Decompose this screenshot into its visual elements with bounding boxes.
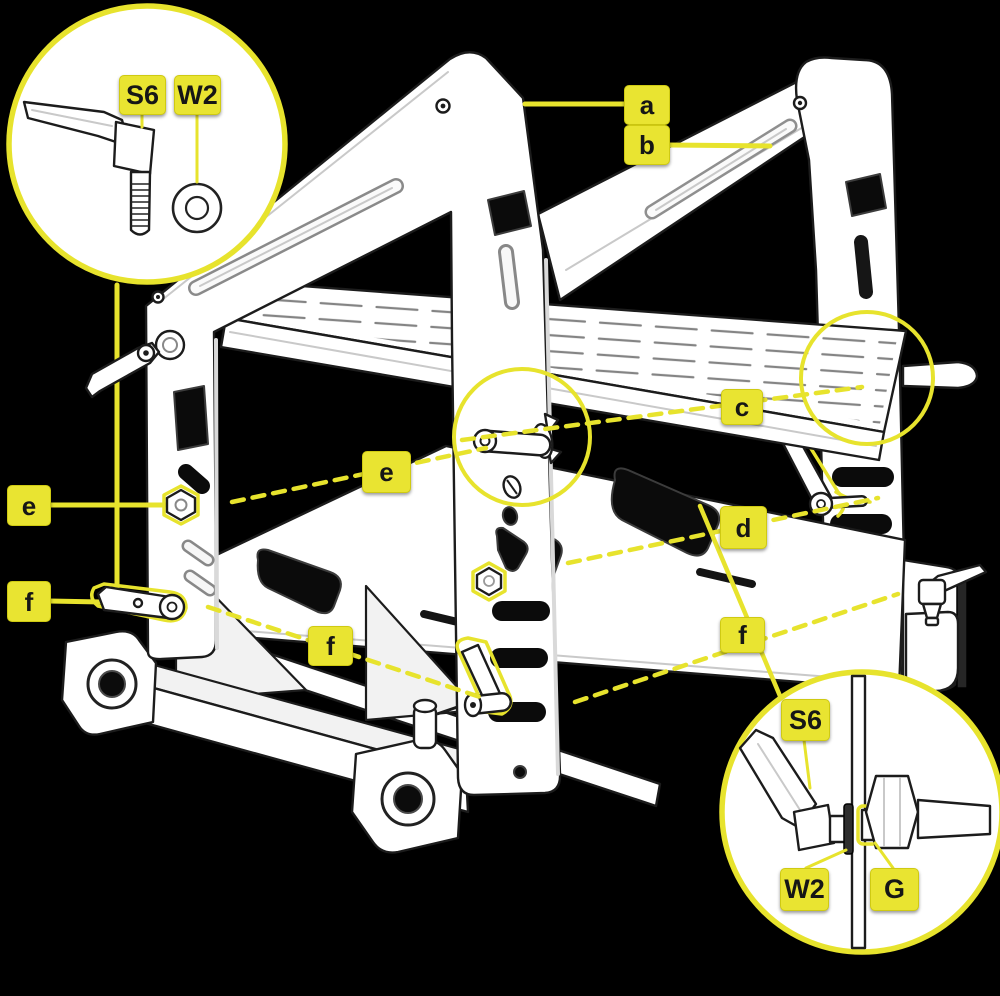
detail-inset-bottom-right — [719, 669, 1000, 955]
label-s6-bottom-right: S6 — [781, 699, 830, 741]
top-crossbar — [536, 66, 856, 302]
clamp-right — [901, 558, 988, 694]
lever-f-left — [90, 582, 188, 623]
callout-e-left: e — [7, 485, 51, 526]
rod-icon — [916, 798, 992, 840]
callout-f-right: f — [720, 617, 765, 653]
zoom-circle-left — [452, 367, 592, 507]
lever-f-center — [455, 636, 513, 718]
washer-w2-icon — [171, 182, 223, 234]
clamp-lever-right-icon — [917, 563, 988, 627]
callout-f-left: f — [7, 581, 51, 622]
label-w2-bottom-right: W2 — [780, 868, 829, 911]
hex-nut-e — [162, 484, 200, 526]
shelf-rod-end — [901, 360, 979, 390]
callout-e-mid: e — [362, 451, 411, 493]
washer-w2-section-icon — [843, 803, 854, 855]
callout-a: a — [624, 85, 670, 125]
callout-d: d — [720, 506, 767, 549]
callout-f-mid: f — [308, 626, 353, 666]
label-g-bottom-right: G — [870, 868, 919, 911]
callout-c: c — [721, 389, 763, 425]
label-w2-top-left: W2 — [174, 75, 221, 115]
tray-cutout — [256, 548, 342, 615]
detail-inset-top-left — [6, 3, 288, 285]
hex-bolt — [471, 561, 507, 602]
label-s6-top-left: S6 — [119, 75, 166, 115]
left-side-panel — [144, 51, 563, 797]
callout-b: b — [624, 125, 670, 165]
clamp-lever-s6-section-icon — [738, 728, 848, 852]
zoom-circle-right — [799, 310, 935, 446]
hex-knob-icon — [864, 774, 920, 850]
clamp-lever-s6-icon — [22, 100, 156, 236]
base-rail — [60, 630, 484, 854]
clamp-lever-s6-left — [84, 329, 186, 399]
